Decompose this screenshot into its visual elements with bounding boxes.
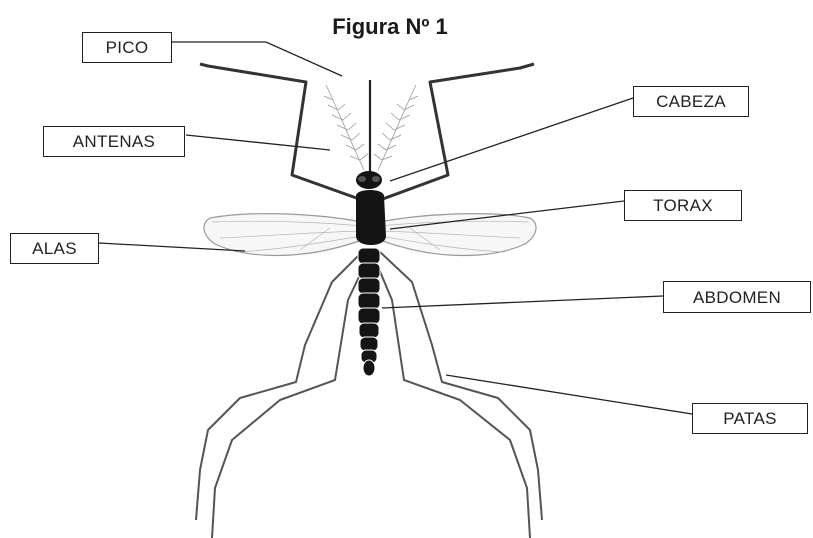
label-antenas: ANTENAS bbox=[43, 126, 185, 157]
figure-title: Figura Nº 1 bbox=[300, 14, 480, 40]
leader-pico bbox=[172, 42, 342, 76]
label-patas: PATAS bbox=[692, 403, 808, 434]
thorax bbox=[356, 190, 386, 245]
label-cabeza: CABEZA bbox=[633, 86, 749, 117]
label-alas: ALAS bbox=[10, 233, 99, 264]
label-torax: TORAX bbox=[624, 190, 742, 221]
leader-abdomen bbox=[382, 296, 663, 308]
abdomen bbox=[358, 248, 380, 376]
leader-antenas bbox=[186, 135, 330, 150]
label-abdomen: ABDOMEN bbox=[663, 281, 811, 313]
leader-lines bbox=[99, 42, 692, 414]
label-pico: PICO bbox=[82, 32, 172, 63]
leader-cabeza bbox=[390, 98, 633, 181]
